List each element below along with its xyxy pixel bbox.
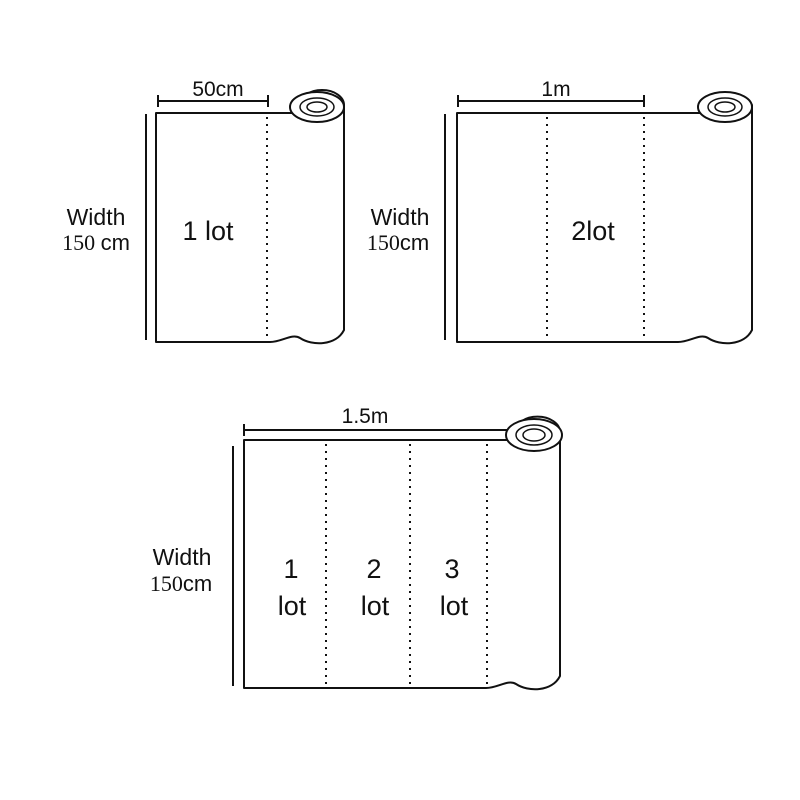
fabric-sheet: [243, 415, 561, 691]
lot-number: 1: [283, 554, 298, 584]
lot-word: lot: [361, 591, 390, 621]
lot-number: 2: [366, 554, 381, 584]
lot-number: 3: [444, 554, 459, 584]
panel-50cm: 50cm Width 150 cm 1 lot: [62, 78, 345, 345]
width-word: Width: [153, 544, 212, 570]
panel-1-5m: 1.5m Width 150cm 1 lot 2 lot 3 lot: [150, 405, 563, 691]
width-word: Width: [67, 204, 126, 230]
lot-word: lot: [278, 591, 307, 621]
length-label: 50cm: [192, 78, 243, 101]
lot-word: lot: [440, 591, 469, 621]
width-word: Width: [371, 204, 430, 230]
lot-label: 2lot: [571, 216, 615, 246]
fabric-roll-icon: [289, 91, 345, 123]
length-label: 1m: [541, 78, 570, 101]
length-label: 1.5m: [342, 405, 389, 428]
width-value: 150cm: [150, 571, 212, 596]
panel-1m: 1m Width 150cm 2lot: [367, 78, 753, 345]
width-value: 150cm: [367, 230, 429, 255]
width-value: 150 cm: [62, 230, 130, 255]
lot-label: 1 lot: [182, 216, 234, 246]
fabric-roll-icon: [505, 418, 563, 452]
fabric-roll-icon: [697, 91, 753, 123]
